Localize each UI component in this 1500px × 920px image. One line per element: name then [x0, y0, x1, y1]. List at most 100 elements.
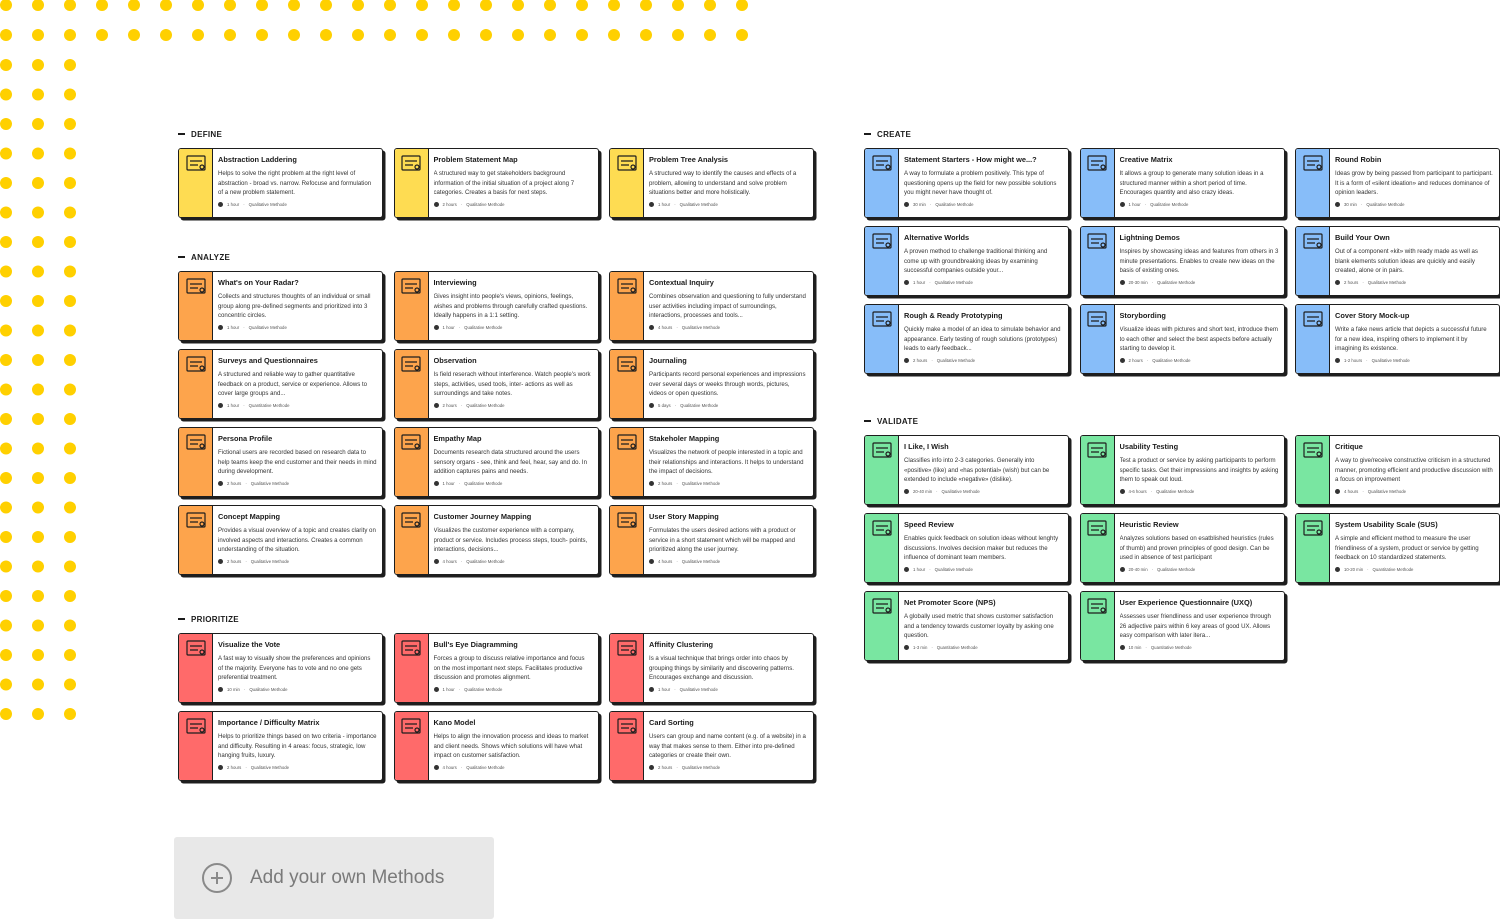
- card-method-type: Qualitative Methode: [248, 324, 287, 330]
- decorative-dot: [256, 29, 268, 41]
- method-card[interactable]: What's on Your Radar?Collects and struct…: [178, 271, 383, 341]
- decorative-dot: [32, 0, 44, 11]
- card-color-strip: [610, 350, 644, 418]
- card-method-type: Qualitative Methode: [250, 480, 289, 486]
- meta-separator: ·: [245, 558, 247, 564]
- card-title: Cover Story Mock-up: [1335, 311, 1410, 320]
- card-meta: 1 hour·Qualitative Methode: [904, 566, 1063, 572]
- meta-separator: ·: [1151, 566, 1154, 572]
- decorative-dot: [32, 295, 44, 307]
- decorative-dot: [384, 0, 396, 11]
- card-description: Enables quick feedback on solution ideas…: [904, 535, 1059, 561]
- card-meta: 1 hour·Qualitative Methode: [433, 686, 593, 692]
- critique-icon: [1301, 440, 1325, 467]
- clock-icon: [433, 686, 439, 692]
- decorative-dot: [0, 0, 12, 11]
- decorative-dot: [0, 59, 12, 71]
- camera-notebook-icon: [615, 354, 639, 381]
- card-duration: 1 hour: [913, 279, 926, 285]
- decorative-dot: [64, 708, 76, 720]
- clock-icon: [1119, 488, 1125, 494]
- method-card[interactable]: Statement Starters - How might we...?A w…: [864, 148, 1069, 218]
- decorative-dot: [64, 295, 76, 307]
- card-meta: 1 hour·Qualitative Methode: [1119, 201, 1279, 207]
- card-meta: 2 hours·Qualitative Methode: [649, 764, 808, 770]
- card-duration: 4 hours: [1344, 488, 1359, 494]
- meta-separator: ·: [674, 686, 676, 692]
- clock-icon: [433, 324, 439, 330]
- card-duration: 2 hours: [913, 357, 928, 363]
- card-method-type: Qualitative Methode: [250, 558, 289, 564]
- card-title: Concept Mapping: [218, 512, 280, 521]
- clock-icon: [649, 686, 654, 692]
- decorative-dot: [0, 442, 12, 455]
- ladder-icon: [184, 153, 208, 180]
- card-meta: 1-2 hours·Qualitative Methode: [1335, 357, 1494, 363]
- card-description: Provides a visual overview of a topic an…: [218, 527, 376, 553]
- card-title: Contextual Inquiry: [649, 278, 714, 287]
- card-title: Alternative Worlds: [904, 233, 970, 242]
- card-title: Usability Testing: [1119, 442, 1179, 451]
- add-methods-button[interactable]: Add your own Methods: [174, 837, 494, 919]
- section-header-define: DEFINE: [178, 128, 814, 140]
- vote-dots-icon: [184, 638, 208, 665]
- card-description: Forces a group to discuss relative impor…: [433, 655, 585, 681]
- decorative-dot: [544, 29, 556, 41]
- card-method-type: Qualitative Methode: [1371, 357, 1410, 363]
- card-duration: 4-6 hours: [1128, 488, 1147, 494]
- card-method-type: Qualitative Methode: [248, 201, 287, 207]
- dash-icon: [178, 618, 185, 620]
- decorative-dot: [0, 118, 12, 130]
- card-method-type: Qualitative Methode: [935, 201, 974, 207]
- card-method-type: Qualitative Methode: [679, 686, 718, 692]
- decorative-dot: [64, 147, 76, 160]
- lightning-screen-icon: [1085, 231, 1109, 258]
- decorative-dot: [32, 472, 44, 484]
- plus-circle-icon: [202, 863, 232, 893]
- method-card[interactable]: User Experience Questionnaire (UXQ)Asses…: [1079, 591, 1285, 661]
- card-method-type: Qualitative Methode: [941, 488, 980, 494]
- card-method-type: Qualitative Methode: [934, 566, 973, 572]
- card-meta: 30 min·Qualitative Methode: [904, 201, 1063, 207]
- card-title: Statement Starters - How might we...?: [904, 155, 1037, 164]
- method-card[interactable]: Net Promoter Score (NPS)A globally used …: [864, 591, 1069, 661]
- method-card[interactable]: System Usability Scale (SUS)A simple and…: [1295, 513, 1500, 583]
- usability-test-icon: [1085, 440, 1109, 467]
